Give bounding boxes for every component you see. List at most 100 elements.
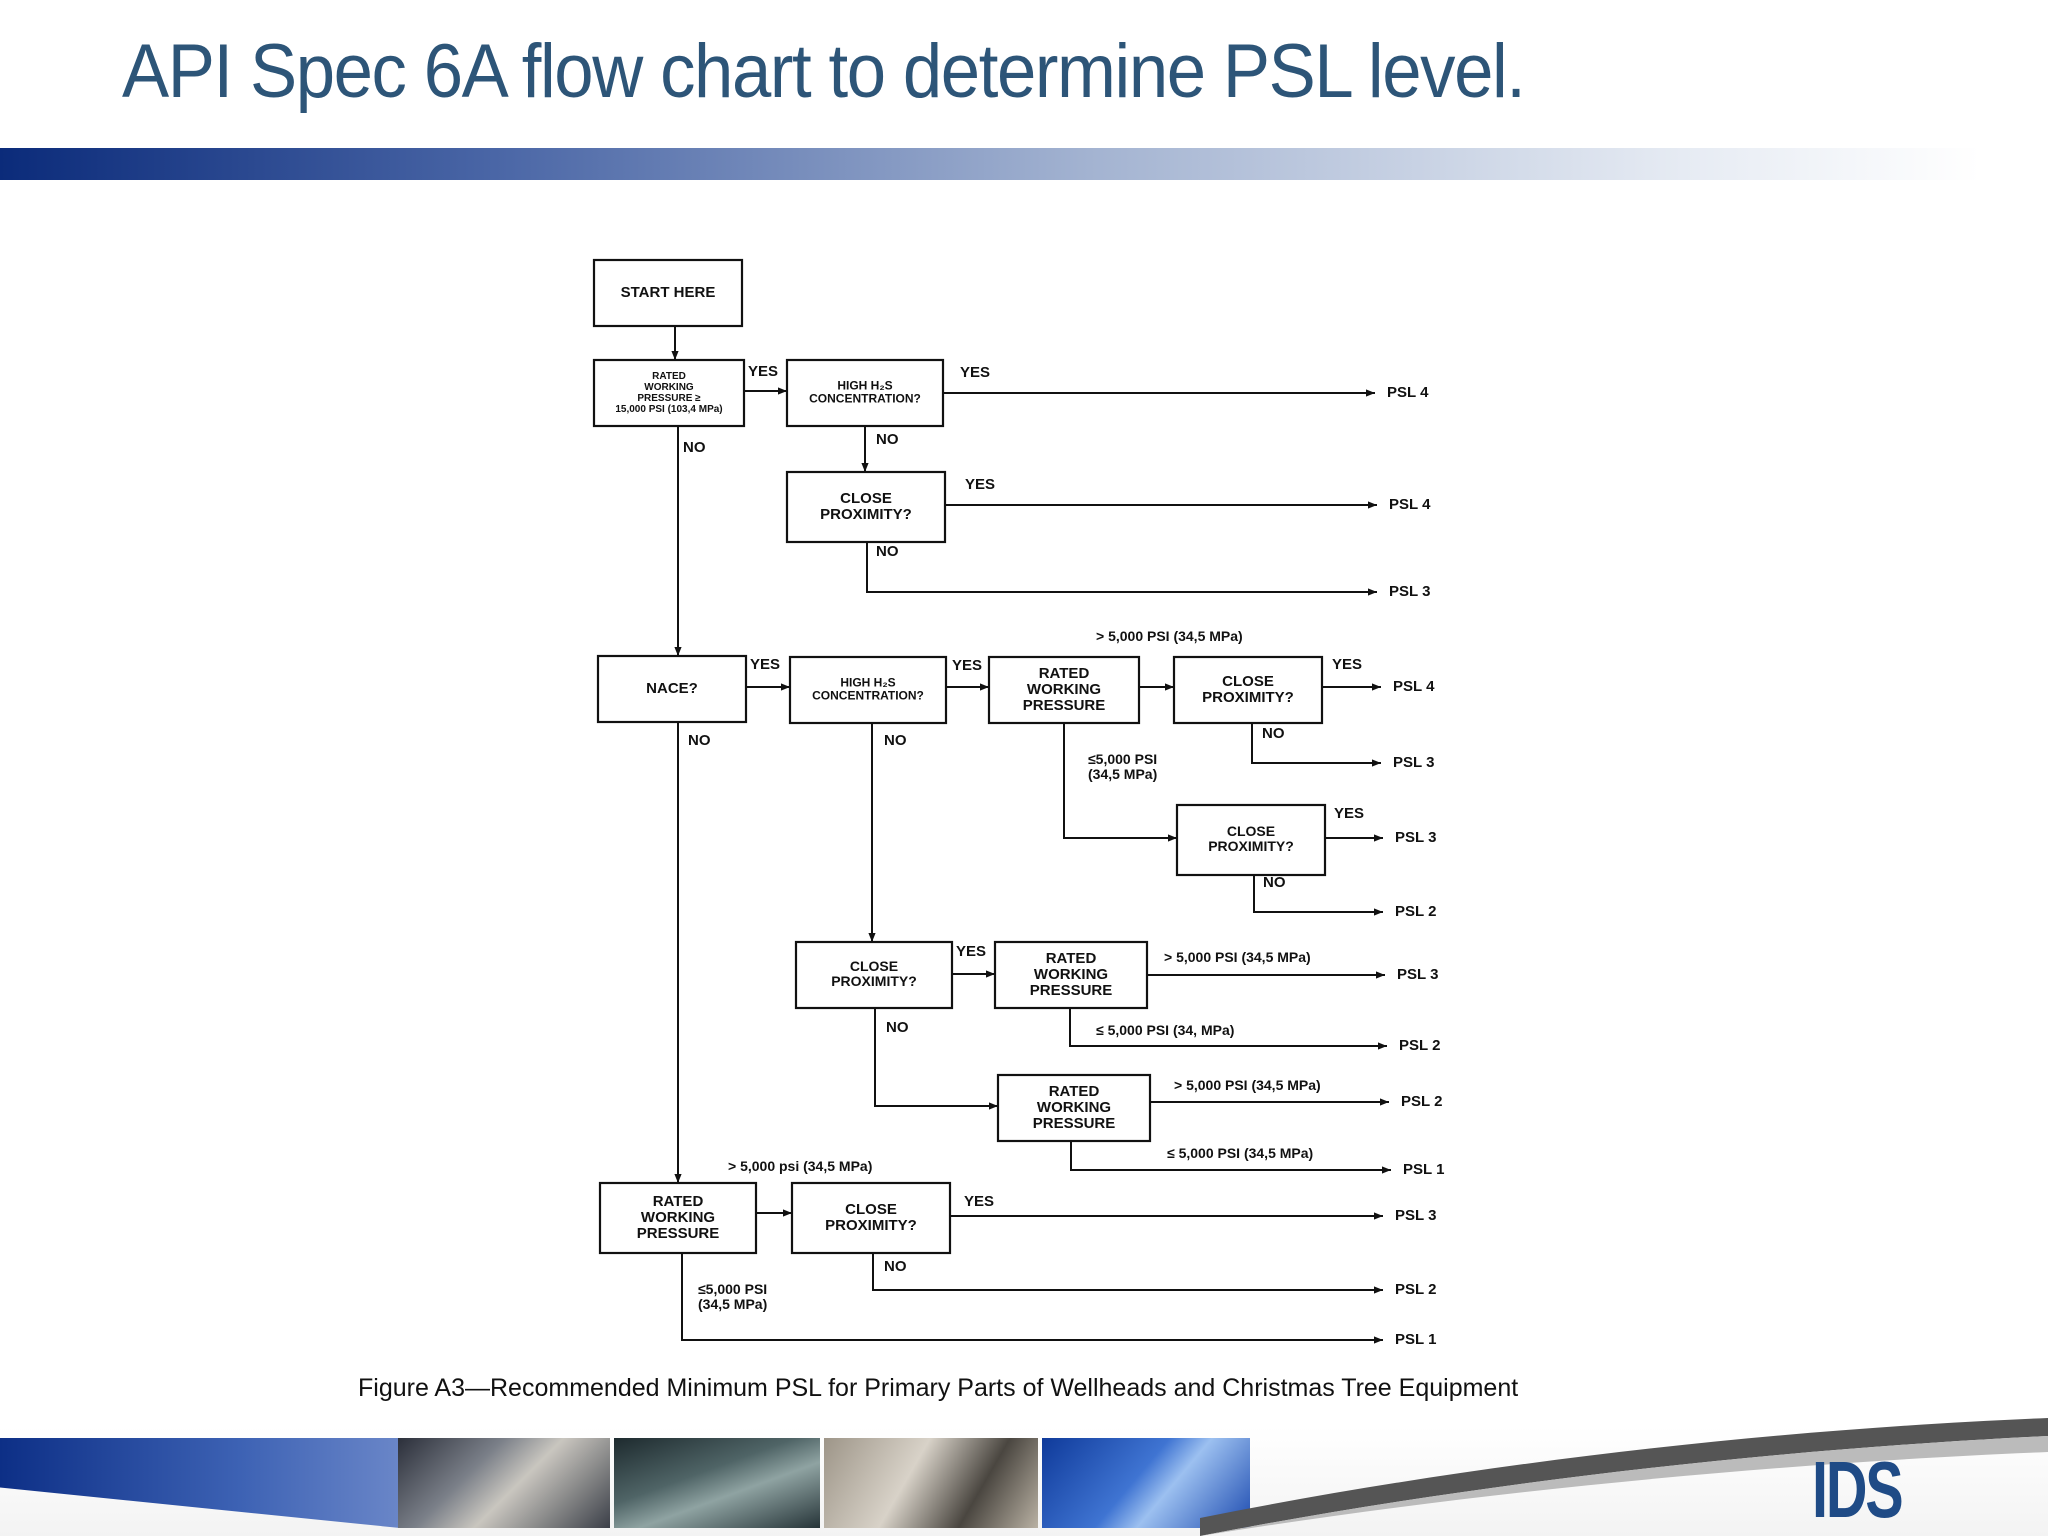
node-box [592,258,744,328]
branch-no-label: NO [884,732,907,749]
psl-outcome-label: PSL 3 [1389,583,1430,600]
branch-yes-label: YES [750,656,780,673]
branch-no-label: NO [688,732,711,749]
connector-line [874,1008,998,1110]
node-box [785,470,947,544]
node-label: START HERE [621,284,716,301]
node-label: PROXIMITY? [825,1217,917,1234]
node-label: RATED [1049,1083,1100,1100]
branch-yes-label: YES [960,364,990,381]
branch-no-label: NO [1263,874,1286,891]
branch-yes-label: YES [1334,805,1364,822]
branch-yes-label: YES [952,657,982,674]
psl-outcome-label: PSL 4 [1387,384,1429,401]
branch-no-label: NO [884,1258,907,1275]
node-label: WORKING [641,1209,715,1226]
psl-outcome-label: PSL 2 [1395,1281,1436,1298]
node-label: CLOSE [840,490,892,507]
psl-outcome-label: PSL 3 [1393,754,1434,771]
node-box [788,655,948,725]
psl-outcome-label: PSL 2 [1401,1093,1442,1110]
psl-outcome-label: PSL 3 [1395,829,1436,846]
node-label: PRESSURE [637,1225,720,1242]
node-box [794,940,954,1010]
pressure-threshold-label: > 5,000 PSI (34,5 MPa) [1096,628,1243,644]
psl-outcome-label: PSL 1 [1395,1331,1436,1348]
node-label: RATED [652,371,686,382]
ids-logo: IDS [1812,1445,1904,1534]
node-label: PROXIMITY? [1202,689,1294,706]
pressure-threshold-label: ≤ 5,000 PSI (34, MPa) [1096,1022,1234,1038]
node-label: PRESSURE [1023,697,1106,714]
node-label: CLOSE [845,1201,897,1218]
branch-yes-label: YES [748,363,778,380]
node-label: CLOSE [1222,673,1274,690]
node-label: PROXIMITY? [820,506,912,523]
psl-outcome-label: PSL 2 [1395,903,1436,920]
footer-photo-water [1042,1438,1250,1528]
branch-yes-label: YES [956,943,986,960]
branch-no-label: NO [886,1019,909,1036]
node-box [993,940,1149,1010]
branch-no-label: NO [876,543,899,560]
node-label: WORKING [644,382,694,393]
outcome-arrow [1251,723,1381,767]
branch-no-label: NO [1262,725,1285,742]
outcome-arrow [866,542,1377,596]
connector-line [1063,723,1177,842]
node-label: CONCENTRATION? [812,689,924,703]
node-box [1172,655,1324,725]
footer-gray-swoosh [1200,1418,2048,1536]
outcome-arrow [872,1253,1383,1294]
node-label: HIGH H₂S [837,379,892,393]
pressure-threshold-label: > 5,000 PSI (34,5 MPa) [1164,949,1311,965]
footer-photo-machinery [398,1438,610,1528]
node-label: RATED [1039,665,1090,682]
pressure-threshold-label: ≤5,000 PSI [698,1281,767,1297]
node-box [785,358,945,428]
node-label: RATED [653,1193,704,1210]
node-box [1175,803,1327,877]
pressure-threshold-label: (34,5 MPa) [1088,766,1157,782]
node-start: START HERE [592,258,744,328]
node-box [598,1181,758,1255]
node-label: WORKING [1027,681,1101,698]
outcome-arrow [1070,1141,1391,1174]
node-label: PRESSURE [1030,982,1113,999]
node-label: WORKING [1037,1099,1111,1116]
node-label: 15,000 PSI (103,4 MPa) [615,404,722,415]
branch-yes-label: YES [965,476,995,493]
node-nace: NACE? [596,654,748,724]
node-label: CLOSE [1227,823,1275,839]
outcome-arrow [1253,875,1383,916]
node-box [592,358,746,428]
node-label: NACE? [646,680,698,697]
psl-outcome-label: PSL 1 [1403,1161,1444,1178]
psl-outcome-label: PSL 2 [1399,1037,1440,1054]
pressure-threshold-label: ≤5,000 PSI [1088,751,1157,767]
branch-no-label: NO [876,431,899,448]
pressure-threshold-label: > 5,000 PSI (34,5 MPa) [1174,1077,1321,1093]
outcome-arrow [1069,1008,1387,1050]
node-label: PRESSURE ≥ [637,393,701,404]
branch-no-label: NO [683,439,706,456]
psl-outcome-label: PSL 3 [1395,1207,1436,1224]
node-label: PROXIMITY? [831,973,917,989]
node-box [596,654,748,724]
pressure-threshold-label: (34,5 MPa) [698,1296,767,1312]
psl-outcome-label: PSL 3 [1397,966,1438,983]
footer-photo-pipe [614,1438,820,1528]
node-label: HIGH H₂S [840,676,895,690]
footer-banner: IDS [0,1418,2048,1536]
node-label: PRESSURE [1033,1115,1116,1132]
title-underline-bar [0,148,1980,180]
